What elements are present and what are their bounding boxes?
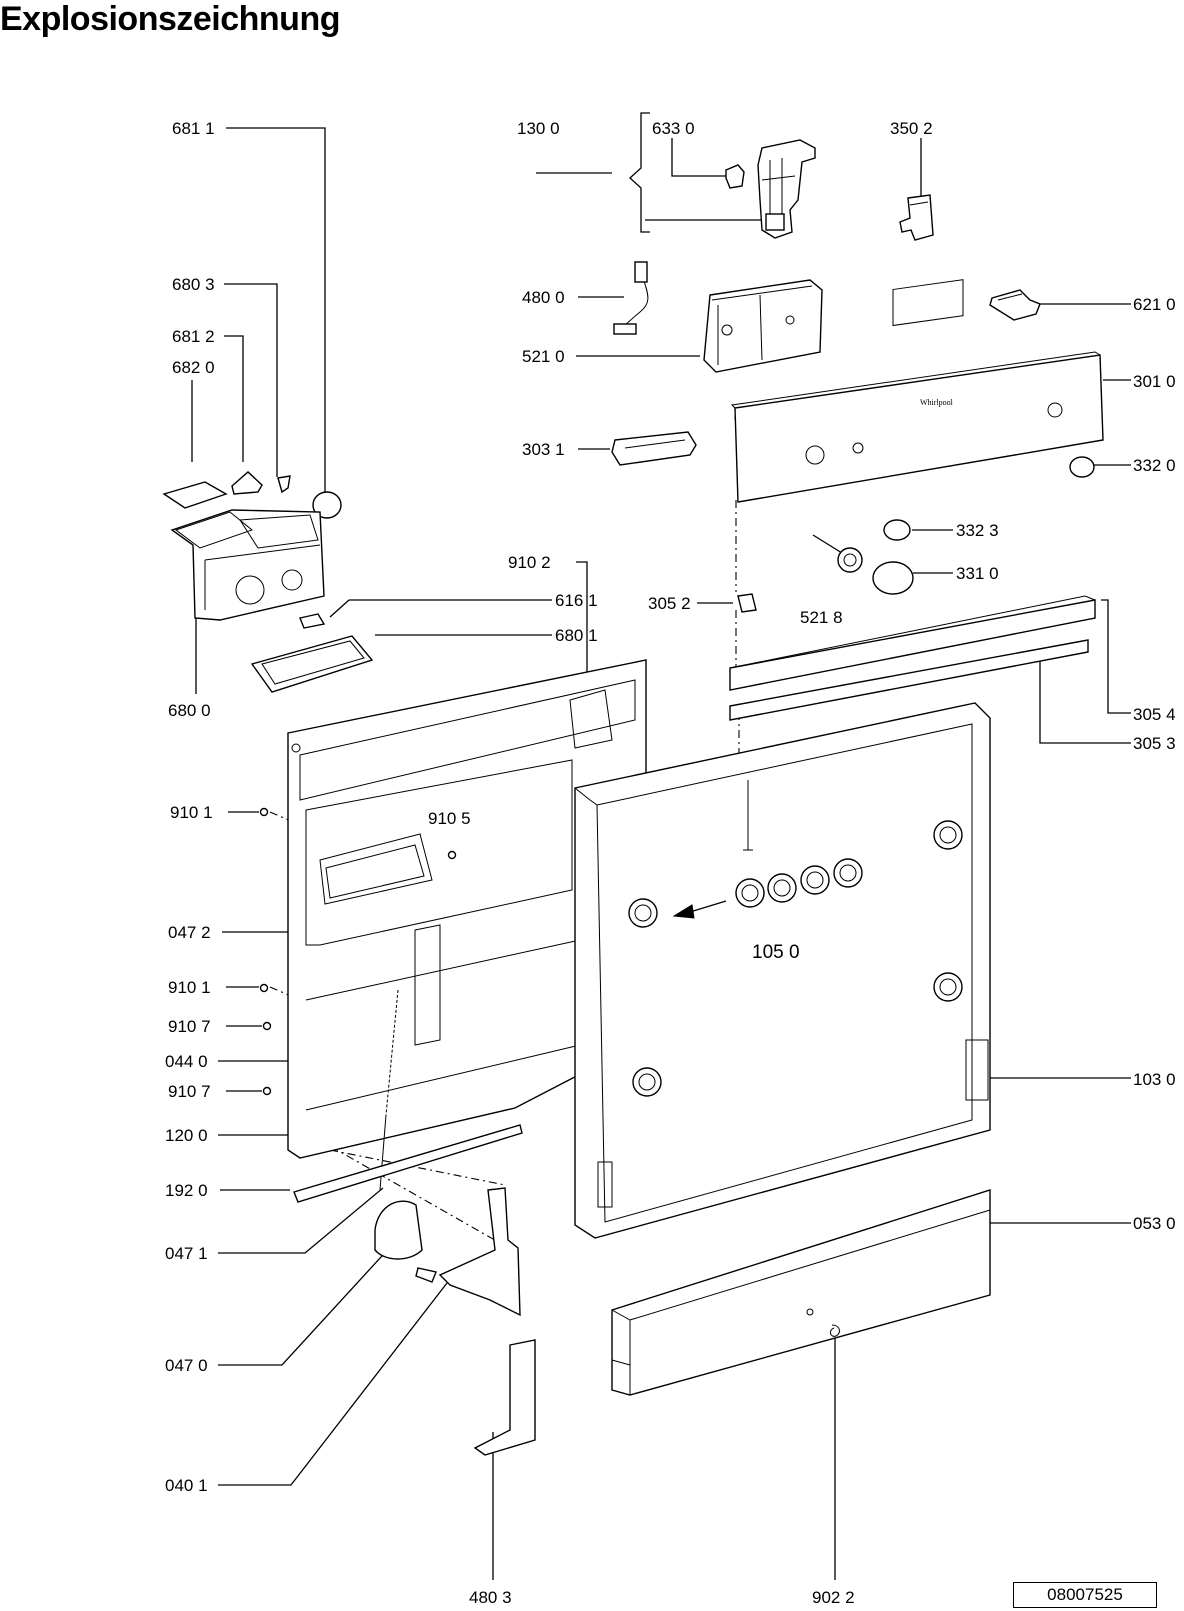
part-label: 105 0	[752, 942, 800, 963]
part-label: 521 0	[522, 347, 565, 366]
part-label: 044 0	[165, 1052, 208, 1071]
screw-part	[447, 850, 457, 860]
part-label: 301 0	[1133, 372, 1176, 391]
button-cap-part	[883, 519, 911, 541]
spacer-part	[737, 593, 757, 613]
page-title: Explosionszeichnung	[0, 0, 340, 38]
bumper-set-part	[735, 858, 863, 908]
leader-lines	[191, 112, 1131, 1580]
kick-plate-part	[611, 1189, 991, 1396]
drawing-number: 08007525	[1013, 1582, 1157, 1608]
part-label: 910 2	[508, 553, 551, 572]
cable-harness-part	[613, 261, 649, 335]
dispenser-gasket-part	[162, 481, 228, 509]
control-board-part	[703, 279, 823, 373]
switch-part	[837, 547, 863, 573]
part-label: 680 3	[172, 275, 215, 294]
part-label: 350 2	[890, 119, 933, 138]
svg-text:Whirlpool: Whirlpool	[920, 398, 954, 407]
part-label: 305 3	[1133, 734, 1176, 753]
screw-part	[262, 1086, 272, 1096]
part-label: 047 1	[165, 1244, 208, 1263]
part-label: 480 0	[522, 288, 565, 307]
part-label: 621 0	[1133, 295, 1176, 314]
part-label: 305 4	[1133, 705, 1176, 724]
part-label: 910 1	[170, 803, 213, 822]
door-hinge-part	[374, 1187, 521, 1317]
part-label: 910 7	[168, 1082, 211, 1101]
part-label: 305 2	[648, 594, 691, 613]
part-label: 332 0	[1133, 456, 1176, 475]
small-clip-part	[725, 164, 745, 189]
part-label: 681 1	[172, 119, 215, 138]
direction-arrow	[672, 900, 727, 919]
dispenser-seal-part	[250, 635, 374, 693]
part-label: 681 2	[172, 327, 215, 346]
part-label: 053 0	[1133, 1214, 1176, 1233]
part-label: 521 8	[800, 608, 843, 627]
outer-door-panel-part	[574, 702, 991, 1239]
part-label: 192 0	[165, 1181, 208, 1200]
wedge-part	[231, 471, 263, 495]
spring-clip-part	[829, 1324, 840, 1337]
small-bracket-part	[277, 475, 291, 494]
part-label: 103 0	[1133, 1070, 1176, 1089]
rail-parts	[729, 595, 1096, 721]
part-label: 331 0	[956, 564, 999, 583]
screw-part	[262, 1021, 272, 1031]
l-bracket-part	[473, 1339, 536, 1456]
button-strip-part	[611, 431, 697, 466]
part-label: 680 1	[555, 626, 598, 645]
part-label: 910 5	[428, 809, 471, 828]
small-latch-part	[299, 613, 326, 629]
part-label: 047 0	[165, 1356, 208, 1375]
part-label: 910 7	[168, 1017, 211, 1036]
screw-part	[259, 983, 269, 993]
part-label: 303 1	[522, 440, 565, 459]
inner-door-panel-part	[287, 659, 647, 1159]
part-label: 120 0	[165, 1126, 208, 1145]
part-label: 910 1	[168, 978, 211, 997]
part-label: 047 2	[168, 923, 211, 942]
part-label: 633 0	[652, 119, 695, 138]
detergent-dispenser-part	[170, 509, 325, 621]
part-label: 130 0	[517, 119, 560, 138]
large-knob-part	[872, 561, 914, 595]
part-label: 616 1	[555, 591, 598, 610]
door-spring-part	[379, 989, 399, 1191]
screw-part	[259, 807, 269, 817]
part-label: 332 3	[956, 521, 999, 540]
part-label: 902 2	[812, 1588, 855, 1607]
knob-part	[1069, 456, 1095, 478]
door-bumper-parts	[628, 820, 963, 1097]
connector-part	[989, 289, 1041, 321]
part-label: 040 1	[165, 1476, 208, 1495]
part-label: 680 0	[168, 701, 211, 720]
hinge-bracket-part	[899, 194, 934, 241]
part-label: 480 3	[469, 1588, 512, 1607]
door-latch-part	[757, 139, 816, 239]
control-panel-fascia-part: Whirlpool	[730, 279, 1104, 503]
part-label: 682 0	[172, 358, 215, 377]
bottom-strip-part	[293, 1124, 523, 1203]
bolt-part	[743, 780, 753, 851]
part-labels: 681 1 130 0 633 0 350 2 680 3 480 0 621 …	[165, 119, 1176, 1607]
